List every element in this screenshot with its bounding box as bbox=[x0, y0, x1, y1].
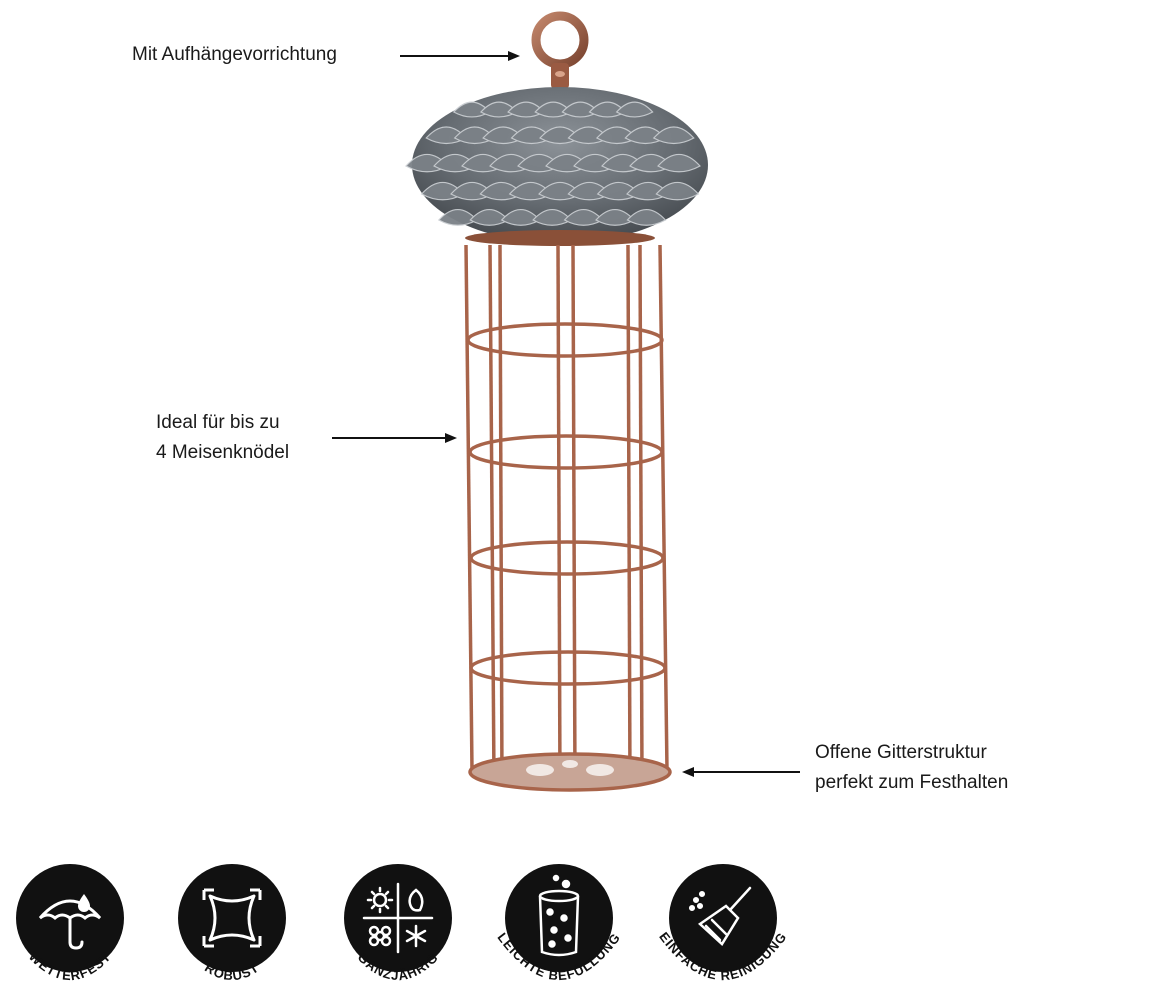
feature-badge-leichte-befuellung: LEICHTE BEFÜLLUNG bbox=[495, 864, 623, 983]
hanging-ring bbox=[531, 11, 589, 89]
hanger-arrow bbox=[400, 51, 520, 61]
feature-badge-einfache-reinigung: EINFACHE REINIGUNG bbox=[656, 864, 789, 983]
feature-label-robust: ROBUST bbox=[202, 960, 261, 984]
umbrella-icon bbox=[38, 894, 102, 950]
wire-cage bbox=[464, 244, 672, 792]
capacity-callout: Ideal für bis zu 4 Meisenknödel bbox=[156, 408, 289, 468]
capacity-callout-line1: Ideal für bis zu bbox=[156, 412, 280, 433]
feature-badge-wetterfest: WETTERFEST bbox=[16, 864, 124, 983]
capacity-callout-line2: 4 Meisenknödel bbox=[156, 442, 290, 463]
seasons-icon bbox=[362, 882, 434, 954]
feature-badge-ganzjaehrig: GANZJÄHRIG bbox=[344, 864, 452, 983]
feature-badge-robust: ROBUST bbox=[178, 864, 286, 984]
grid-callout-line2: perfekt zum Festhalten bbox=[815, 772, 1009, 793]
feeder-cap bbox=[405, 87, 708, 246]
hanger-callout-text: Mit Aufhängevorrichtung bbox=[132, 44, 337, 65]
svg-text:ROBUST: ROBUST bbox=[202, 960, 262, 984]
capacity-arrow bbox=[332, 433, 457, 443]
robust-square-icon bbox=[202, 888, 262, 948]
cap-scale bbox=[655, 181, 700, 201]
grid-callout-line1: Offene Gitterstruktur bbox=[815, 742, 987, 763]
hanger-callout: Mit Aufhängevorrichtung bbox=[132, 40, 337, 70]
cap-scale bbox=[652, 126, 695, 145]
cap-scale bbox=[657, 153, 701, 173]
grid-arrow bbox=[682, 767, 800, 777]
filling-icon bbox=[538, 874, 580, 957]
grid-callout: Offene Gitterstruktur perfekt zum Festha… bbox=[815, 738, 1008, 798]
broom-icon bbox=[688, 886, 752, 946]
bottom-plate-ornament bbox=[526, 760, 614, 776]
cap-scale bbox=[626, 208, 667, 226]
cap-scale bbox=[615, 101, 654, 118]
bird-feeder-illustration bbox=[405, 11, 708, 792]
